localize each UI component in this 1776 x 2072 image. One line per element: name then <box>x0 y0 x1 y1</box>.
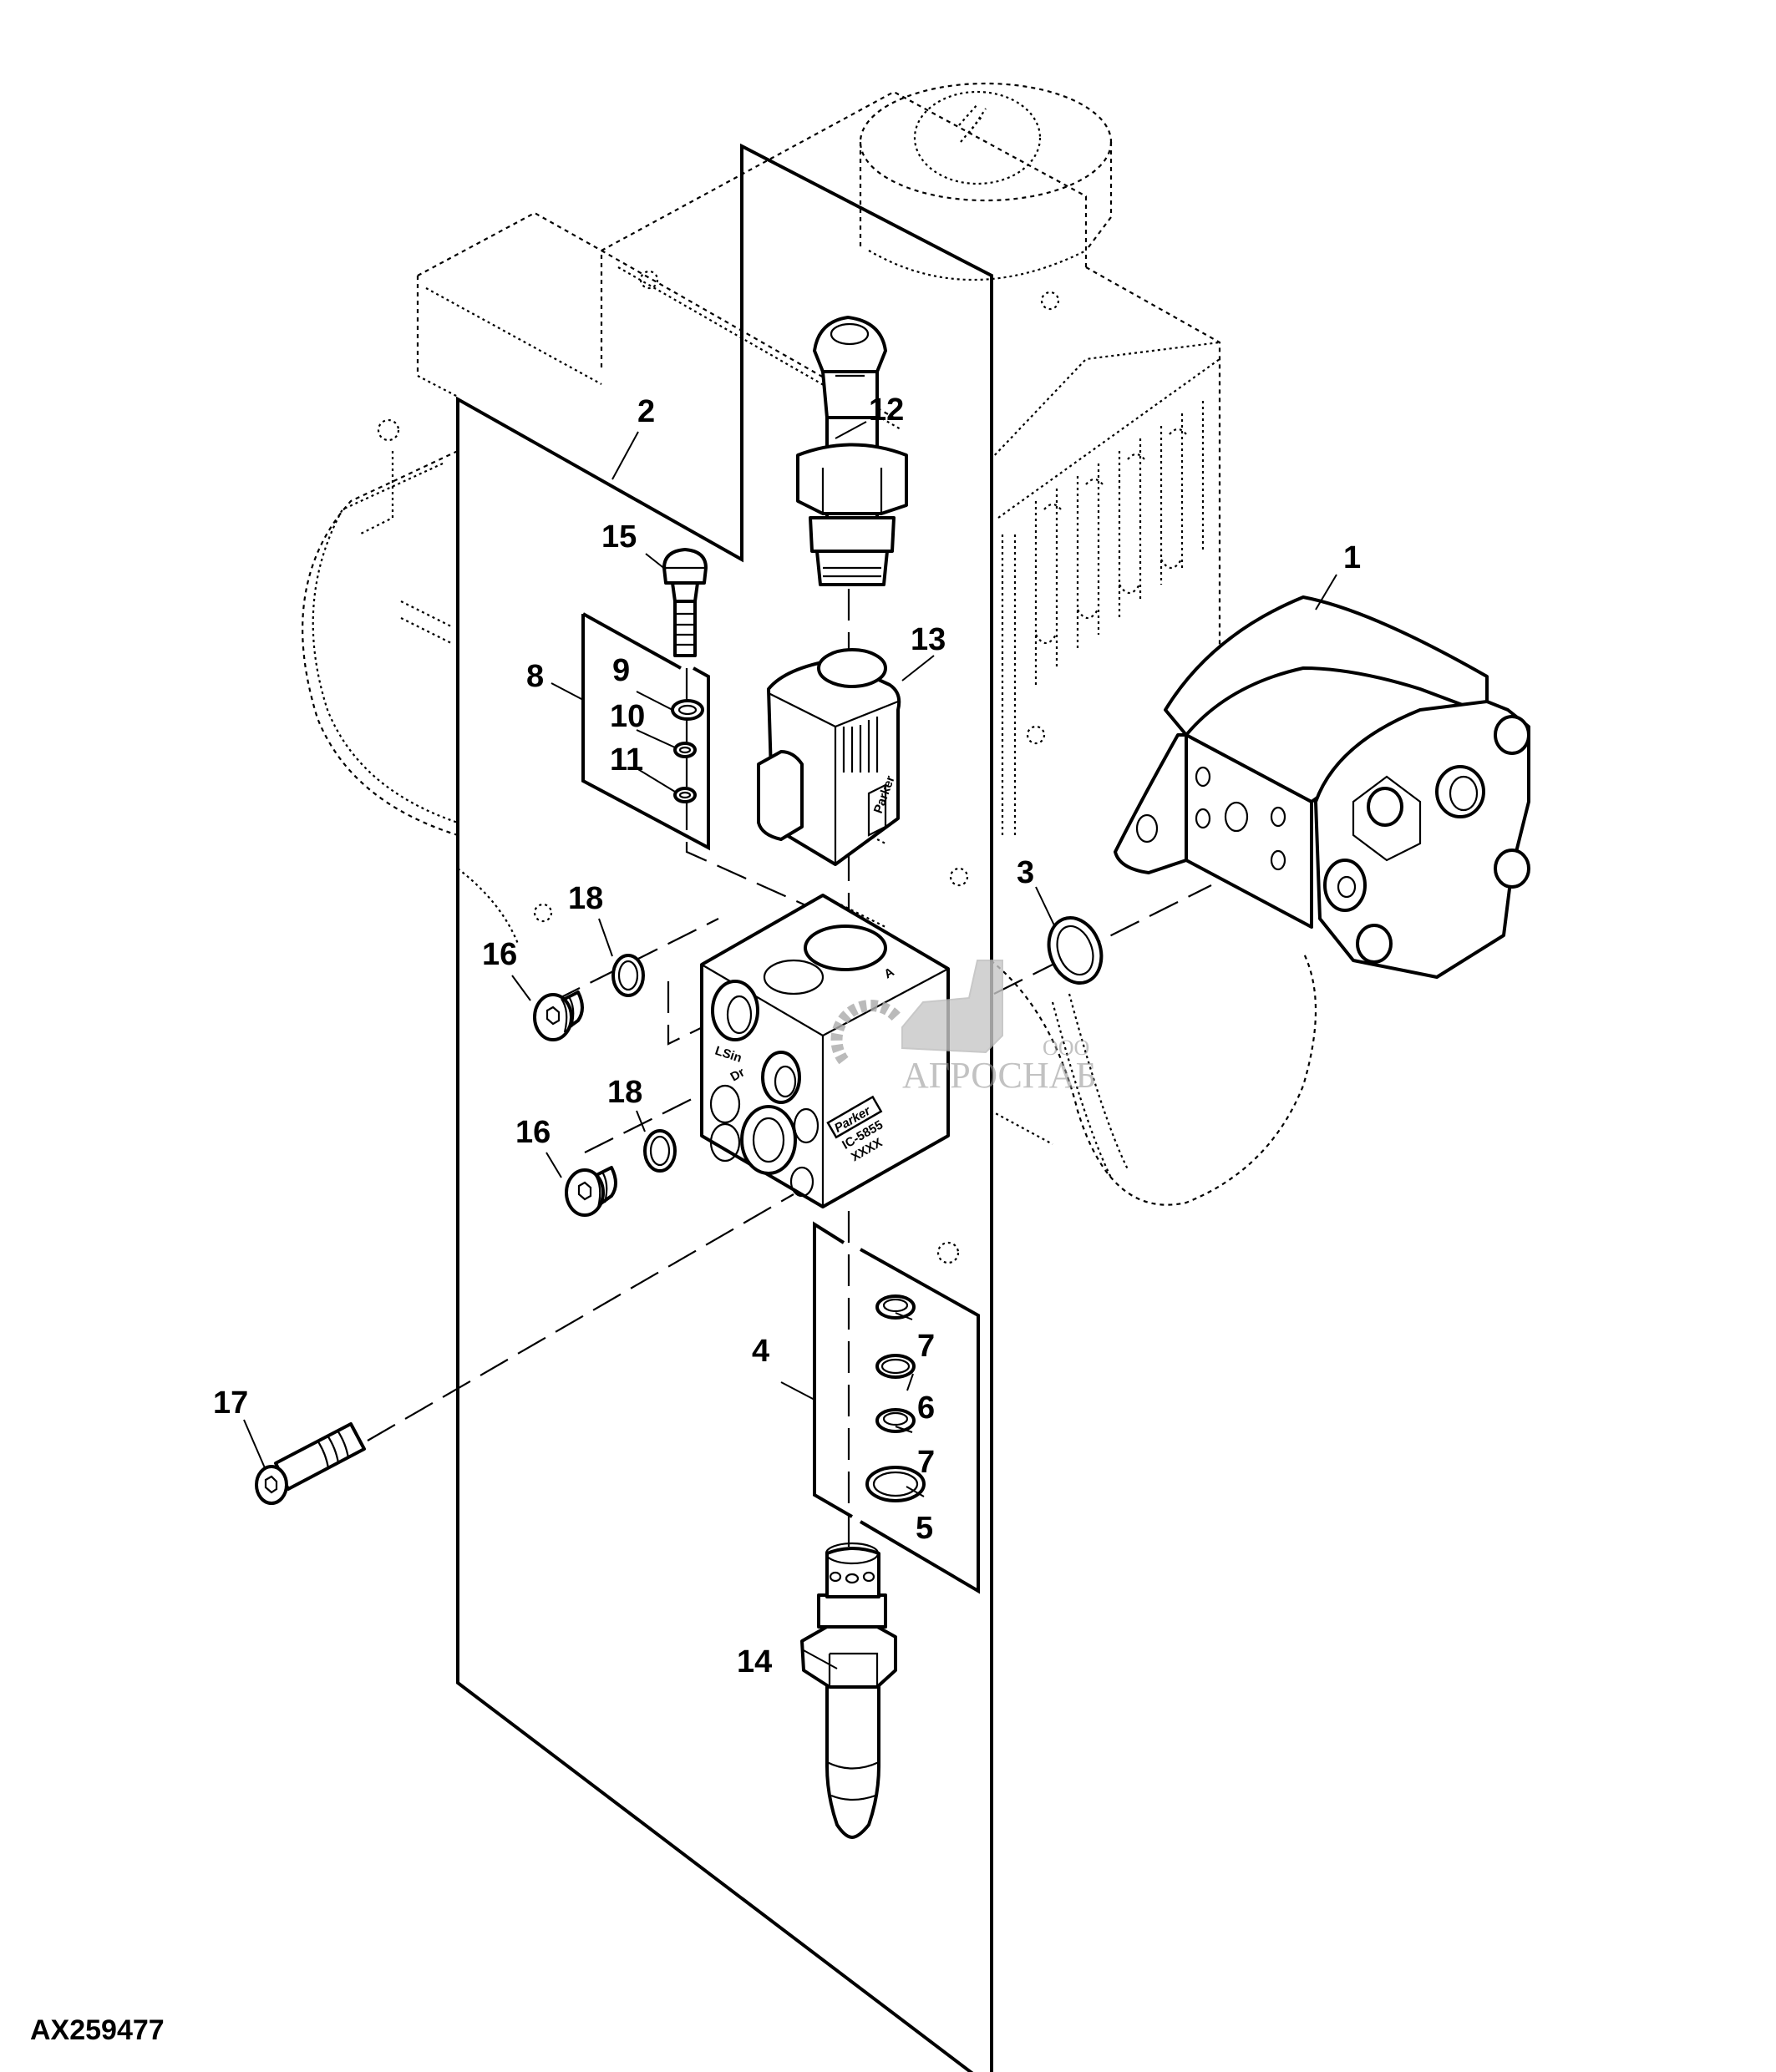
valve-cartridge-item-14 <box>800 1542 897 1839</box>
watermark-gear-icon <box>830 1000 903 1065</box>
solenoid-coil-item-13: Parker <box>757 648 901 866</box>
port-label-dr: Dr <box>728 1065 748 1084</box>
solenoid-valve-cartridge-item-12 <box>796 316 908 586</box>
callout-2[interactable]: 2 <box>637 394 655 429</box>
o-ring-item-9 <box>671 699 704 721</box>
o-ring-item-11 <box>673 787 697 803</box>
hex-socket-plug-item-16-upper <box>533 990 584 1041</box>
backup-ring-item-6 <box>875 1354 916 1379</box>
callout-16-upper[interactable]: 16 <box>482 937 517 972</box>
callout-10[interactable]: 10 <box>610 699 645 734</box>
watermark-name: АГРОСНАБ <box>902 1055 1097 1096</box>
callout-3[interactable]: 3 <box>1017 855 1034 890</box>
hydraulic-pump-item-1 <box>1114 595 1530 979</box>
manifold-block: LSin Dr A Parker IC-5855 XXXX <box>700 894 950 1208</box>
engine-background <box>302 82 1317 1264</box>
callout-7-upper[interactable]: 7 <box>917 1329 935 1364</box>
o-ring-item-18-upper <box>611 954 645 997</box>
callout-4[interactable]: 4 <box>752 1334 769 1369</box>
cap-screw-item-17 <box>255 1422 366 1505</box>
callout-13[interactable]: 13 <box>911 622 946 657</box>
watermark-combine-harvester-icon <box>901 960 1003 1054</box>
sub-panel-item-8-top <box>582 612 682 670</box>
callout-18-lower[interactable]: 18 <box>607 1075 642 1110</box>
sub-panel-item-4 <box>813 1221 980 1594</box>
sub-panel-item-8 <box>581 614 710 851</box>
callout-6[interactable]: 6 <box>917 1391 935 1426</box>
watermark: ООО АГРОСНАБ <box>830 960 1097 1096</box>
callout-7-lower[interactable]: 7 <box>917 1445 935 1480</box>
callout-5[interactable]: 5 <box>916 1511 933 1546</box>
callout-9[interactable]: 9 <box>612 653 630 688</box>
callout-15[interactable]: 15 <box>601 519 637 555</box>
callout-1[interactable]: 1 <box>1343 540 1361 575</box>
o-ring-item-18-lower <box>643 1129 677 1173</box>
o-ring-item-7-lower <box>875 1408 916 1433</box>
callout-8[interactable]: 8 <box>526 659 544 694</box>
plug-item-15 <box>662 548 708 657</box>
leader-lines <box>243 421 1337 1669</box>
callout-16-lower[interactable]: 16 <box>515 1115 551 1150</box>
brand-badge <box>826 1095 883 1139</box>
o-ring-item-3 <box>1047 916 1104 985</box>
watermark-prefix: ООО <box>1043 1036 1089 1060</box>
callout-11[interactable]: 11 <box>610 742 643 778</box>
callout-14[interactable]: 14 <box>737 1644 772 1679</box>
callout-12[interactable]: 12 <box>869 393 904 428</box>
backup-ring-item-10 <box>673 742 697 758</box>
o-ring-item-7-upper <box>875 1294 916 1320</box>
callout-18-upper[interactable]: 18 <box>568 881 603 916</box>
panel-outline-item-2 <box>456 143 993 2072</box>
o-ring-item-5 <box>865 1466 926 1502</box>
callout-17[interactable]: 17 <box>213 1386 248 1421</box>
hex-socket-plug-item-16-lower <box>565 1166 617 1217</box>
callouts: 1 2 3 4 5 6 7 7 8 9 10 11 12 13 14 15 16… <box>213 393 1361 1679</box>
figure-id: AX259477 <box>30 2014 165 2046</box>
